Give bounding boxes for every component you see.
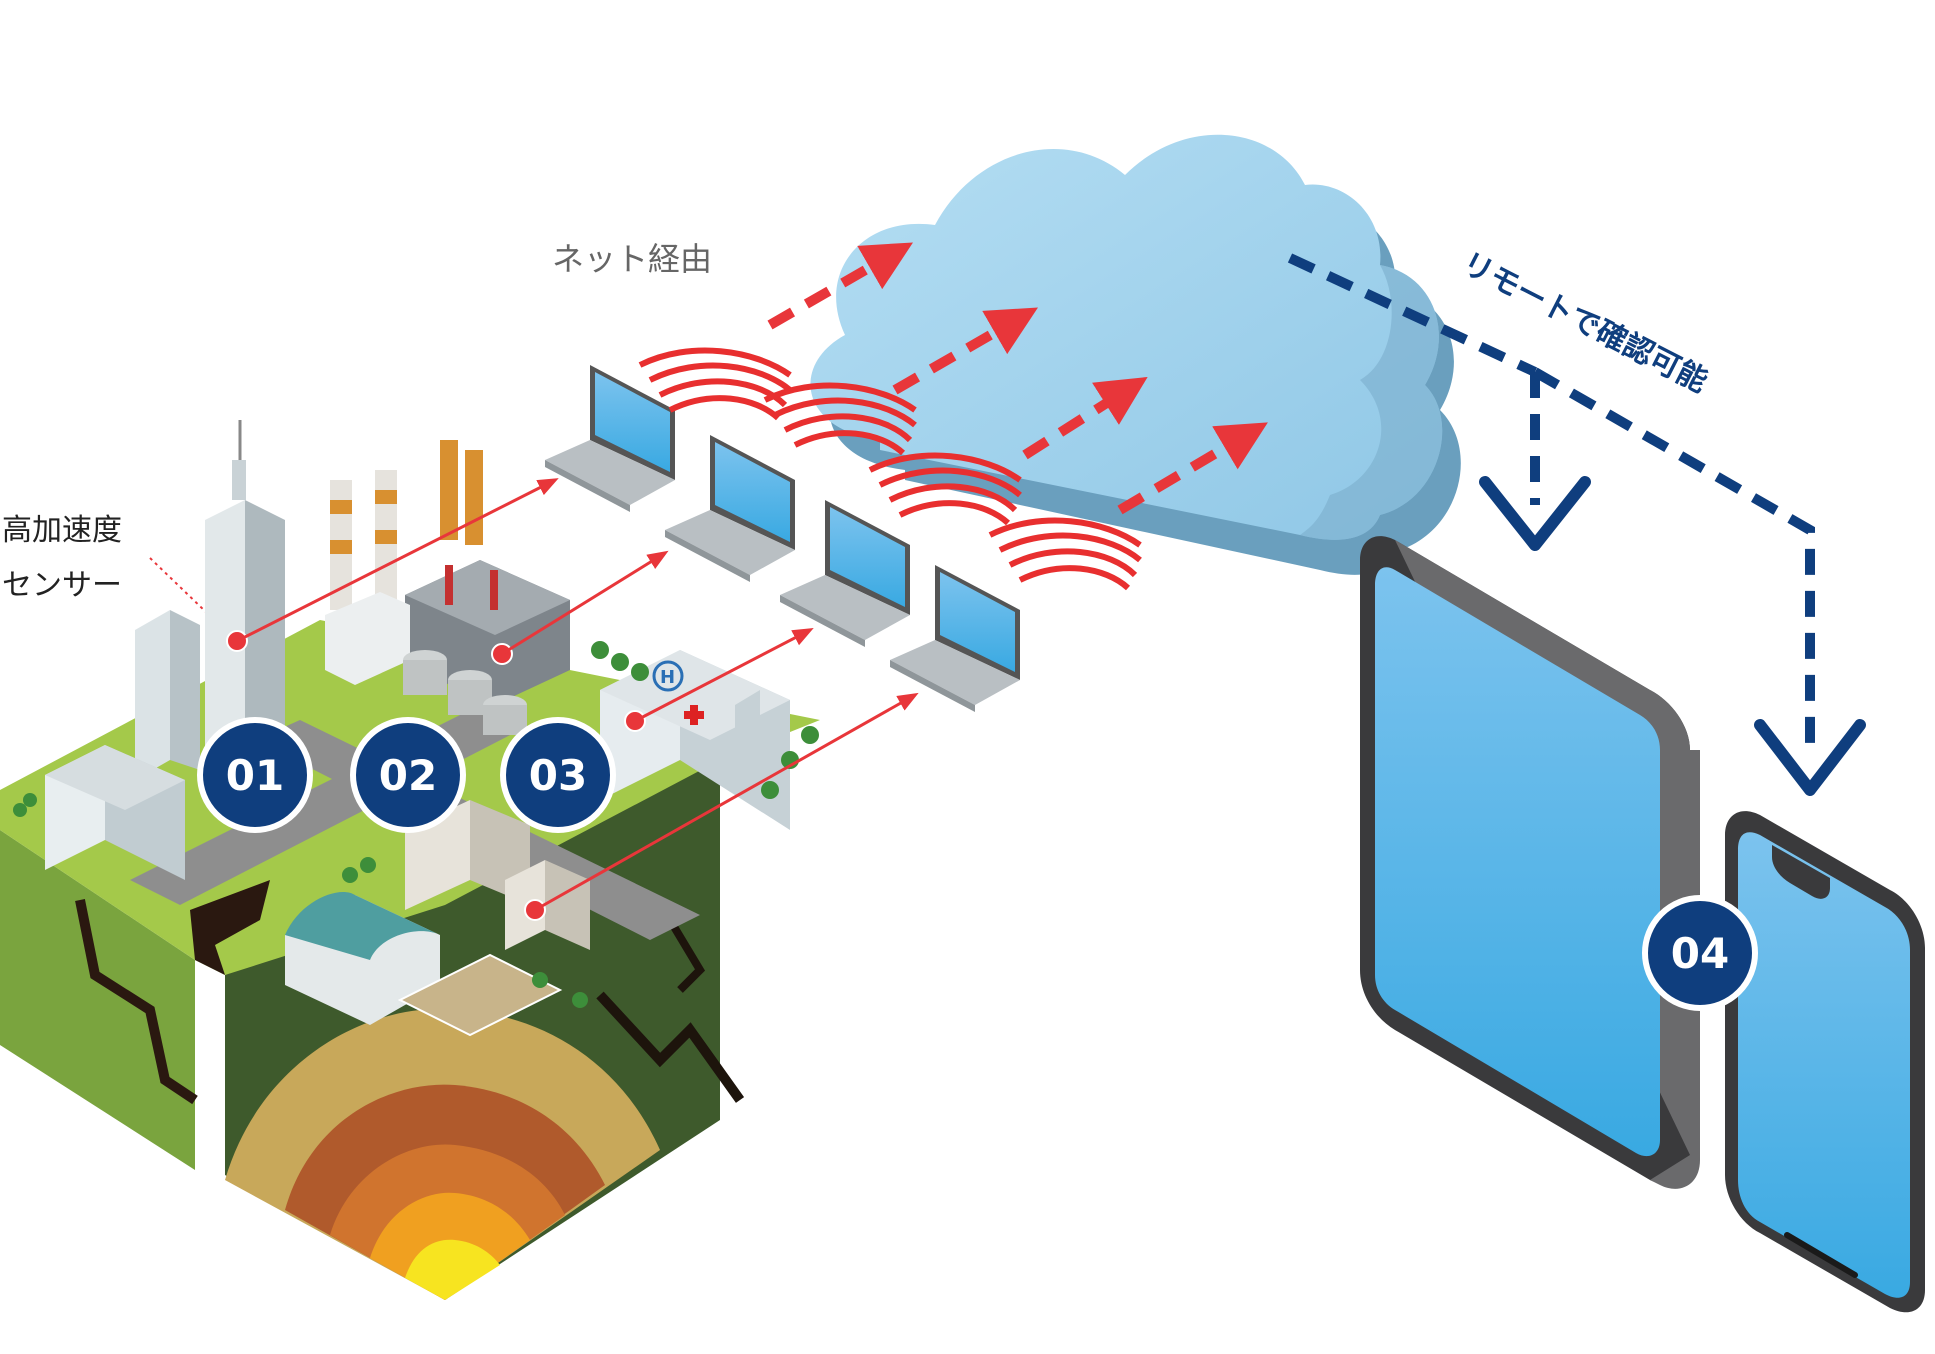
step-badge-02: 02 xyxy=(350,717,466,833)
badge-02-label: 02 xyxy=(379,751,437,800)
factory xyxy=(325,440,570,705)
laptop-icon xyxy=(890,565,1020,712)
laptop-icon xyxy=(780,500,910,647)
laptop-icon xyxy=(665,435,795,582)
sensor-label-line1: 高加速度 xyxy=(2,513,122,548)
smartphone-icon xyxy=(1725,811,1925,1313)
remote-check-lines xyxy=(1287,253,1815,745)
badge-03-label: 03 xyxy=(529,751,587,800)
trees xyxy=(13,641,819,1008)
upload-arrows xyxy=(767,242,1268,515)
down-arrow-icons xyxy=(1479,476,1866,796)
earth-core-cross-section xyxy=(225,1008,660,1300)
city-block-illustration: H xyxy=(0,420,820,1300)
office-building xyxy=(135,420,285,780)
badge-01-label: 01 xyxy=(226,751,284,800)
low-office-building xyxy=(45,745,185,880)
step-badge-01: 01 xyxy=(197,717,313,833)
sensor-label-line2: センサー xyxy=(2,568,122,603)
badge-04-label: 04 xyxy=(1671,929,1729,978)
tablet-icon xyxy=(1360,536,1700,1189)
laptop-icon xyxy=(545,365,675,512)
step-badge-03: 03 xyxy=(500,717,616,833)
wifi-waves-icon xyxy=(638,347,1142,591)
remote-label: リモートで確認可能 xyxy=(1456,246,1712,400)
hospital-building: H xyxy=(600,650,790,830)
sensor-to-laptop-arrows xyxy=(236,478,919,912)
storage-tanks xyxy=(403,650,527,735)
via-net-label: ネット経由 xyxy=(552,240,712,278)
step-badge-04: 04 xyxy=(1642,895,1758,1011)
svg-text:H: H xyxy=(660,667,675,688)
